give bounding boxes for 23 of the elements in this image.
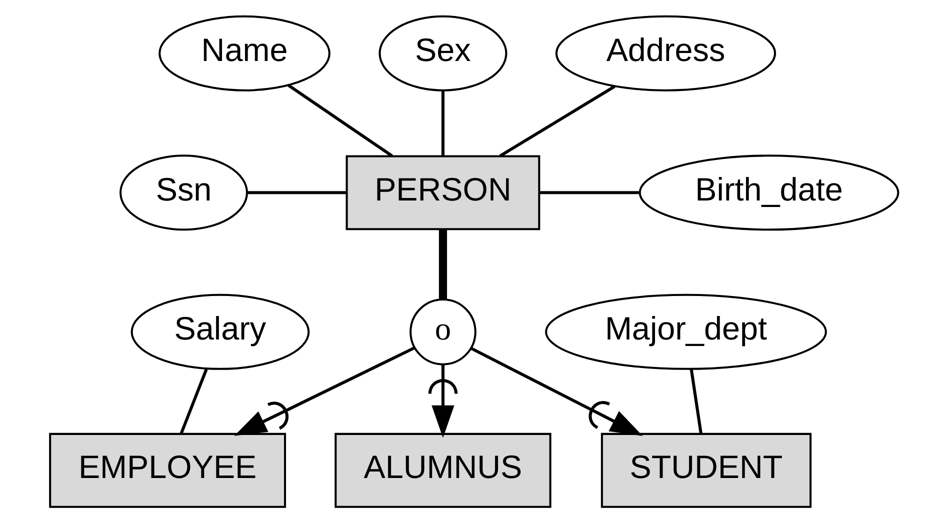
connector <box>247 191 346 194</box>
connector <box>438 230 447 300</box>
node-box: EMPLOYEE <box>48 432 286 508</box>
arrow <box>470 346 642 436</box>
node-ellipse: Salary <box>130 294 310 370</box>
connector <box>440 90 444 156</box>
connector <box>689 369 702 434</box>
connector <box>287 84 392 158</box>
node-box: ALUMNUS <box>334 432 551 508</box>
node-ellipse: Ssn <box>119 154 248 231</box>
node-box: PERSON <box>345 155 540 230</box>
node-ellipse: Birth_date <box>638 154 899 231</box>
connector <box>498 85 615 158</box>
node-ellipse: Sex <box>378 15 507 92</box>
node-box: STUDENT <box>600 432 812 508</box>
node-ellipse: Name <box>158 15 330 92</box>
node-ellipse: Major_dept <box>544 294 826 370</box>
node-circle: o <box>409 298 476 366</box>
connector <box>179 368 208 434</box>
node-ellipse: Address <box>554 15 776 92</box>
arrow <box>428 364 458 438</box>
connector <box>539 191 640 194</box>
arrow <box>234 346 415 436</box>
